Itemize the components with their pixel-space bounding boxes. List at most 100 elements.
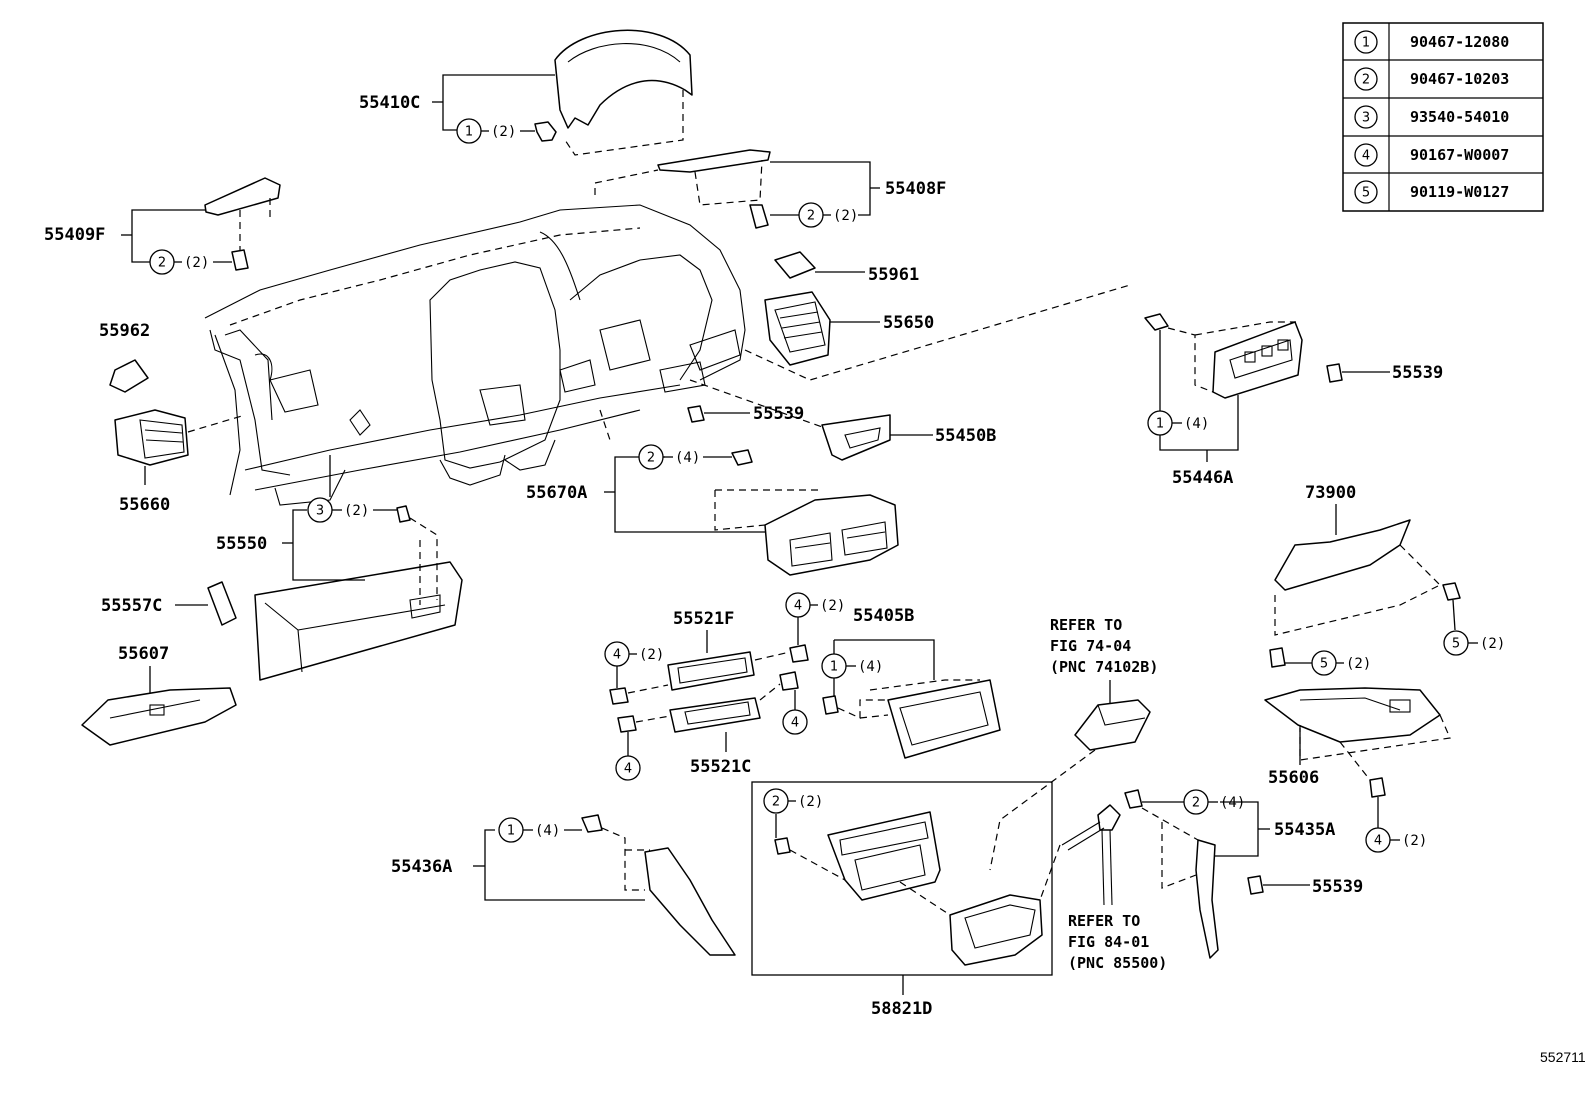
part-label-55408F: 55408F xyxy=(885,179,946,199)
part-label-55521F: 55521F xyxy=(673,609,734,629)
part-55607-lower-panel xyxy=(81,666,237,746)
legend-part-number: 93540-54010 xyxy=(1410,108,1509,126)
callout-qty: (2) xyxy=(639,647,664,663)
callout-4: 4 xyxy=(615,755,641,781)
part-label-55650: 55650 xyxy=(883,313,934,333)
callout-num: 2 xyxy=(807,209,815,224)
part-label-55405B: 55405B xyxy=(853,606,914,626)
part-label-55557C: 55557C xyxy=(101,596,162,616)
part-label-55670A: 55670A xyxy=(526,483,587,503)
callout-1-qty-4: 1 (4) xyxy=(821,653,883,679)
part-label-55410C: 55410C xyxy=(359,93,420,113)
part-55606-lower-panel xyxy=(1264,687,1451,828)
callout-num: 1 xyxy=(1156,417,1164,432)
part-55450B-box xyxy=(689,379,933,461)
callout-qty: (2) xyxy=(184,255,209,271)
assembly-boundary xyxy=(751,781,1053,976)
callout-num: 2 xyxy=(647,451,655,466)
callout-num: 4 xyxy=(613,648,621,663)
part-label-55961: 55961 xyxy=(868,265,919,285)
part-55408F-panel xyxy=(594,149,880,229)
callout-qty: (2) xyxy=(833,208,858,224)
part-55409F-panel xyxy=(121,177,281,271)
refer-note-line-1: REFER TO xyxy=(1068,912,1140,930)
part-label-55435A: 55435A xyxy=(1274,820,1335,840)
callout-qty: (4) xyxy=(858,659,883,675)
callout-5-qty-2: 5 (2) xyxy=(1311,650,1371,676)
callout-5-qty-2: 5 (2) xyxy=(1443,630,1505,656)
callout-2-qty-4: 2 (4) xyxy=(638,444,732,470)
legend-part-number: 90467-10203 xyxy=(1410,70,1509,88)
part-55962-clip xyxy=(109,359,149,393)
part-55436A-side-trim xyxy=(473,814,736,956)
legend-num: 4 xyxy=(1362,149,1370,164)
callout-qty: (4) xyxy=(675,450,700,466)
refer-note-line-3: (PNC 74102B) xyxy=(1050,658,1158,676)
callout-4-qty-2: 4 (2) xyxy=(604,641,664,688)
part-label-55962: 55962 xyxy=(99,321,150,341)
callout-2-qty-4: 2 (4) xyxy=(1183,789,1245,815)
callout-num: 1 xyxy=(830,660,838,675)
legend-row: 1 90467-12080 xyxy=(1354,30,1509,54)
refer-part-74102B xyxy=(989,680,1151,871)
callout-3-qty-2: 3 (2) xyxy=(307,497,397,523)
callout-1-qty-2: 1 (2) xyxy=(456,118,535,144)
part-label-55539: 55539 xyxy=(1392,363,1443,383)
part-73900-cover xyxy=(1269,504,1461,668)
refer-note-line-3: (PNC 85500) xyxy=(1068,954,1167,972)
callout-qty: (4) xyxy=(1220,795,1245,811)
legend-row: 2 90467-10203 xyxy=(1354,67,1509,91)
part-55521C-bezel xyxy=(617,671,799,756)
callout-4-qty-2: 4 (2) xyxy=(785,592,845,645)
part-55670A-center-register xyxy=(599,409,899,576)
part-55446A-switch-panel xyxy=(1144,313,1303,462)
part-55539-clip xyxy=(687,405,750,423)
legend-num: 2 xyxy=(1362,73,1370,88)
part-label-55539: 55539 xyxy=(1312,877,1363,897)
part-55961-bracket xyxy=(774,251,865,279)
callout-num: 2 xyxy=(1192,796,1200,811)
dashboard-frame-drawing xyxy=(204,204,746,506)
callout-num: 5 xyxy=(1320,657,1328,672)
callout-num: 1 xyxy=(507,824,515,839)
callout-qty: (4) xyxy=(1184,416,1209,432)
callout-num: 5 xyxy=(1452,637,1460,652)
legend-table: 1 90467-12080 2 90467-10203 3 93540-5401… xyxy=(1342,22,1544,212)
part-label-55436A: 55436A xyxy=(391,857,452,877)
refer-note-line-1: REFER TO xyxy=(1050,616,1122,634)
callout-num: 3 xyxy=(316,504,324,519)
legend-num: 1 xyxy=(1362,36,1370,51)
part-label-55450B: 55450B xyxy=(935,426,996,446)
legend-num: 5 xyxy=(1362,186,1370,201)
legend-row: 4 90167-W0007 xyxy=(1354,143,1509,167)
refer-note-line-2: FIG 84-01 xyxy=(1068,933,1149,951)
part-55539-clip xyxy=(1247,875,1310,895)
part-55557C-damper xyxy=(175,581,237,626)
part-label-55409F: 55409F xyxy=(44,225,105,245)
callout-4: 4 xyxy=(782,709,808,735)
callout-4-qty-2: 4 (2) xyxy=(1365,827,1427,853)
callout-num: 4 xyxy=(794,599,802,614)
refer-note-line-2: FIG 74-04 xyxy=(1050,637,1131,655)
part-label-55606: 55606 xyxy=(1268,768,1319,788)
callout-2-qty-2: 2 (2) xyxy=(149,249,232,275)
refer-part-85500 xyxy=(1039,804,1121,906)
part-55410C-meter-hood xyxy=(432,29,693,156)
callout-num: 4 xyxy=(1374,834,1382,849)
legend-part-number: 90119-W0127 xyxy=(1410,183,1509,201)
part-label-55539: 55539 xyxy=(753,404,804,424)
legend-row: 3 93540-54010 xyxy=(1354,105,1509,129)
part-55650-vent xyxy=(744,284,1131,381)
part-label-58821D: 58821D xyxy=(871,999,932,1019)
callout-qty: (2) xyxy=(1346,656,1371,672)
part-55435A-side-trim xyxy=(1124,789,1270,959)
callout-2-qty-2: 2 (2) xyxy=(770,202,858,228)
part-label-55446A: 55446A xyxy=(1172,468,1233,488)
callout-num: 4 xyxy=(791,716,799,731)
callout-num: 4 xyxy=(624,762,632,777)
callout-qty: (2) xyxy=(1402,833,1427,849)
callout-1-qty-4: 1 (4) xyxy=(1147,410,1209,436)
callout-qty: (2) xyxy=(491,124,516,140)
part-label-55660: 55660 xyxy=(119,495,170,515)
